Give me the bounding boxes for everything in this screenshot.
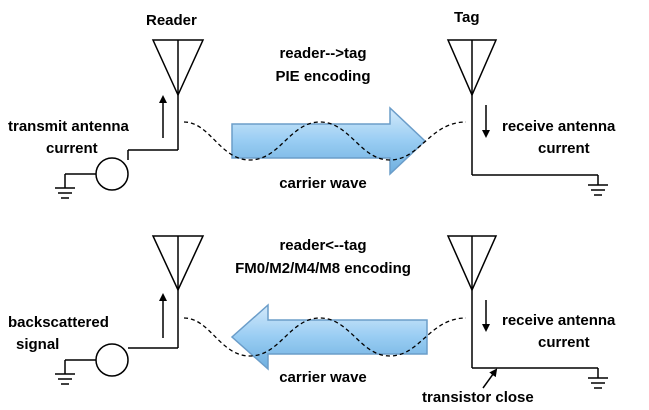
downlink-right-caption-1: receive antenna xyxy=(502,118,616,135)
tag-antenna-bottom xyxy=(446,235,608,389)
uplink-right-caption-2: current xyxy=(538,334,590,351)
downlink-panel xyxy=(55,39,608,199)
ground-left-bottom xyxy=(55,359,96,385)
downlink-left-caption-2: current xyxy=(46,140,98,157)
uplink-right-caption-1: receive antenna xyxy=(502,312,616,329)
uplink-panel xyxy=(55,235,608,389)
transistor-pointer-arrow xyxy=(482,368,498,389)
ground-left-top xyxy=(55,173,96,199)
direction-arrow-right xyxy=(231,106,427,176)
downlink-carrier-label: carrier wave xyxy=(279,175,367,192)
tag-antenna-top xyxy=(446,39,608,196)
uplink-left-caption-2: signal xyxy=(16,336,59,353)
downlink-left-caption-1: transmit antenna xyxy=(8,118,130,135)
reader-label: Reader xyxy=(146,12,197,29)
reader-antenna-top xyxy=(128,39,205,151)
signal-source-top xyxy=(95,157,129,191)
downlink-encoding: PIE encoding xyxy=(275,68,370,85)
tag-label: Tag xyxy=(454,9,480,26)
signal-source-bottom xyxy=(95,343,129,377)
downlink-right-caption-2: current xyxy=(538,140,590,157)
uplink-carrier-label: carrier wave xyxy=(279,369,367,386)
transistor-note: transistor close xyxy=(422,389,534,406)
uplink-encoding: FM0/M2/M4/M8 encoding xyxy=(235,260,411,277)
uplink-left-caption-1: backscattered xyxy=(8,314,109,331)
reader-antenna-bottom xyxy=(128,235,205,349)
downlink-title: reader-->tag xyxy=(279,45,366,62)
direction-arrow-left xyxy=(230,303,428,371)
uplink-title: reader<--tag xyxy=(279,237,366,254)
